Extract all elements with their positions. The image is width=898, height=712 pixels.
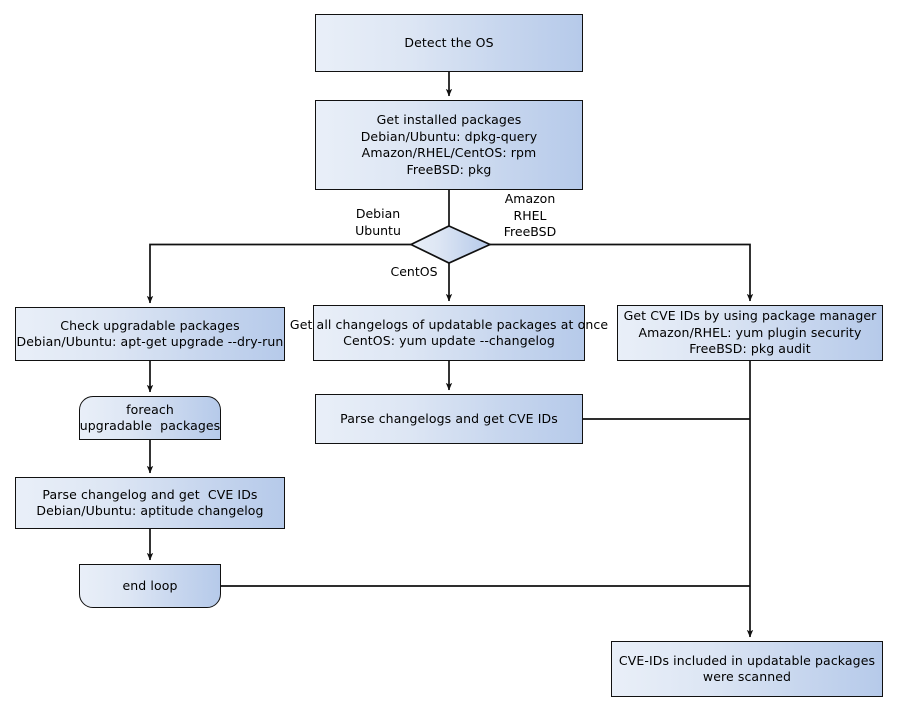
edge-label-centos: CentOS [390,264,438,279]
edge-label-amazon-rhel-freebsd: Amazon RHEL FreeBSD [503,191,557,239]
node-get-installed-packages[interactable]: Get installed packages Debian/Ubuntu: dp… [315,100,583,190]
os-decision-diamond[interactable] [409,225,493,264]
node-detect-os[interactable]: Detect the OS [315,14,583,72]
node-parse-changelogs-get-cve-ids[interactable]: Parse changelogs and get CVE IDs [315,394,583,444]
node-get-all-changelogs[interactable]: Get all changelogs of updatable packages… [290,305,608,361]
edge-decision-to-cve-package-manager [490,243,754,302]
edge-decision-to-check-upgradable [146,243,411,304]
node-get-cve-ids-package-manager[interactable]: Get CVE IDs by using package manager Ama… [617,305,883,361]
node-parse-changelog-get-cve-ids[interactable]: Parse changelog and get CVE IDs Debian/U… [15,477,285,529]
node-foreach-upgradable-packages[interactable]: foreach upgradable packages [79,396,221,440]
node-end-loop[interactable]: end loop [79,564,221,608]
node-check-upgradable-packages[interactable]: Check upgradable packages Debian/Ubuntu:… [15,307,285,361]
edge-label-debian-ubuntu: Debian Ubuntu [355,206,401,238]
node-cve-ids-scanned[interactable]: CVE-IDs included in updatable packages w… [611,641,883,697]
